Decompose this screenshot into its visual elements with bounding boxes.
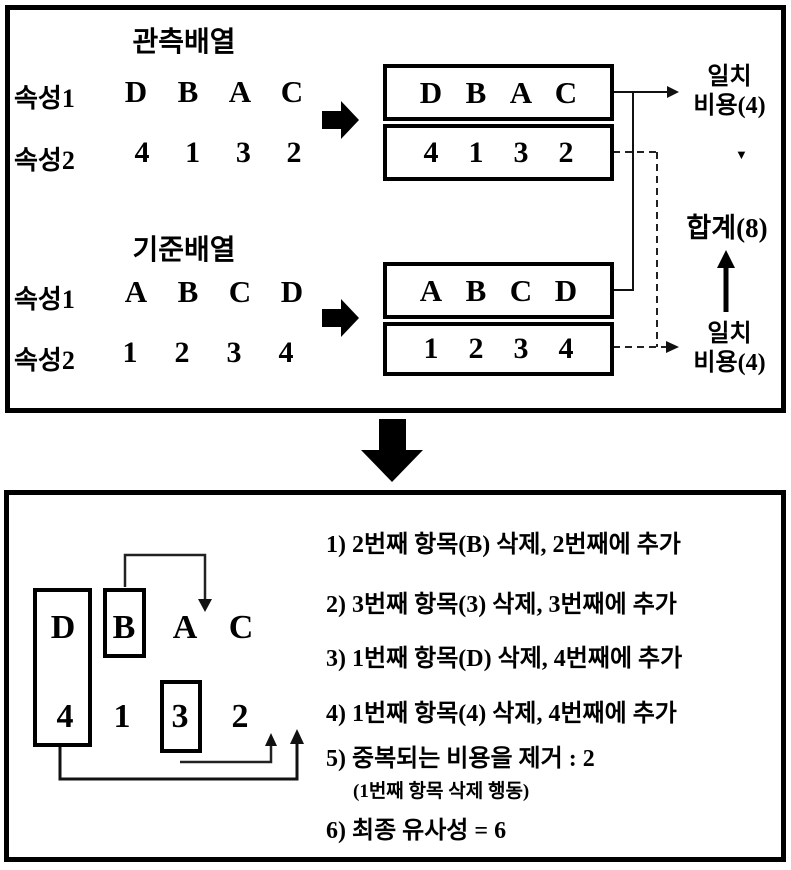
observed-numbers-box: 4 1 3 2 xyxy=(383,124,614,181)
seq-item: 4 xyxy=(134,136,150,169)
three-highlight-box xyxy=(160,680,202,753)
box-item: 4 xyxy=(423,135,439,169)
step-5: 5) 중복되는 비용을 제거 : 2 xyxy=(326,746,595,772)
step-6: 6) 최종 유사성 = 6 xyxy=(326,818,507,844)
step-4: 4) 1번째 항목(4) 삭제, 4번째에 추가 xyxy=(326,701,677,727)
diagram-letter: B xyxy=(112,609,136,646)
seq-item: D xyxy=(124,74,148,109)
observed-letters-seq: D B A C xyxy=(116,74,312,110)
box-item: 4 xyxy=(558,332,574,365)
panel-flow-down-arrow-icon xyxy=(361,419,423,482)
diagram-letter: D xyxy=(50,609,76,646)
diagram-letter: C xyxy=(228,609,254,646)
b-highlight-box xyxy=(103,588,146,658)
match-cost-bottom-line2: 비용(4) xyxy=(693,350,766,376)
seq-item: A xyxy=(124,274,148,309)
seq-item: 1 xyxy=(122,336,138,369)
reference-letters-box: A B C D xyxy=(383,262,614,319)
match-cost-top-line2: 비용(4) xyxy=(693,93,766,119)
box-item: C xyxy=(509,272,533,308)
seq-item: 3 xyxy=(235,136,251,169)
box-item: C xyxy=(554,74,578,110)
box-item: 2 xyxy=(468,332,484,365)
diagram-letter: A xyxy=(172,609,198,646)
observed-array-title: 관측배열 xyxy=(132,27,236,58)
seq-item: C xyxy=(280,74,304,109)
box-item: 3 xyxy=(513,135,529,169)
seq-item: 2 xyxy=(174,336,190,369)
match-cost-top-label: 일치 비용(4) xyxy=(672,63,787,121)
box-item: B xyxy=(465,74,487,110)
step-5-note: (1번째 항목 삭제 행동) xyxy=(353,781,530,802)
observed-letters-box: D B A C xyxy=(383,64,614,121)
step-3: 3) 1번째 항목(D) 삭제, 4번째에 추가 xyxy=(326,646,683,672)
diagram-number: 2 xyxy=(231,698,249,735)
bottom-panel-frame xyxy=(4,490,786,862)
reference-numbers-seq: 1 2 3 4 xyxy=(110,336,306,370)
seq-item: 2 xyxy=(286,136,302,169)
match-cost-top-line1: 일치 xyxy=(707,64,752,90)
seq-item: 1 xyxy=(185,136,201,169)
reference-attr1-label: 속성1 xyxy=(14,285,75,314)
top-panel-frame xyxy=(5,5,786,413)
seq-item: 4 xyxy=(278,336,294,369)
box-item: 3 xyxy=(513,332,529,365)
reference-attr2-label: 속성2 xyxy=(14,346,75,375)
observed-attr2-label: 속성2 xyxy=(14,146,75,175)
match-cost-bottom-label: 일치 비용(4) xyxy=(672,320,787,378)
box-item: D xyxy=(419,74,443,110)
seq-item: C xyxy=(228,274,252,309)
diagram-number: 1 xyxy=(113,698,131,735)
down-triangle-icon: ▼ xyxy=(735,147,748,162)
seq-item: B xyxy=(177,274,199,309)
total-label: 합계(8) xyxy=(686,213,768,243)
seq-item: 3 xyxy=(226,336,242,369)
diagram-number: 3 xyxy=(171,698,189,735)
step-2: 2) 3번째 항목(3) 삭제, 3번째에 추가 xyxy=(326,592,677,618)
observed-numbers-seq: 4 1 3 2 xyxy=(122,136,314,170)
diagram-number: 4 xyxy=(56,698,74,735)
reference-array-title: 기준배열 xyxy=(132,235,236,266)
step-1: 1) 2번째 항목(B) 삭제, 2번째에 추가 xyxy=(326,532,681,558)
reference-letters-seq: A B C D xyxy=(116,274,312,310)
observed-attr1-label: 속성1 xyxy=(14,84,75,113)
seq-item: D xyxy=(280,274,304,309)
box-item: D xyxy=(554,272,578,308)
box-item: 1 xyxy=(423,332,439,365)
d4-highlight-box xyxy=(33,588,92,747)
match-cost-bottom-line1: 일치 xyxy=(707,321,752,347)
seq-item: B xyxy=(177,74,199,109)
box-item: 1 xyxy=(468,135,484,169)
box-item: B xyxy=(465,272,487,308)
box-item: A xyxy=(509,74,533,110)
reference-numbers-box: 1 2 3 4 xyxy=(383,322,614,376)
box-item: 2 xyxy=(558,135,574,169)
box-item: A xyxy=(419,272,443,308)
seq-item: A xyxy=(228,74,252,109)
